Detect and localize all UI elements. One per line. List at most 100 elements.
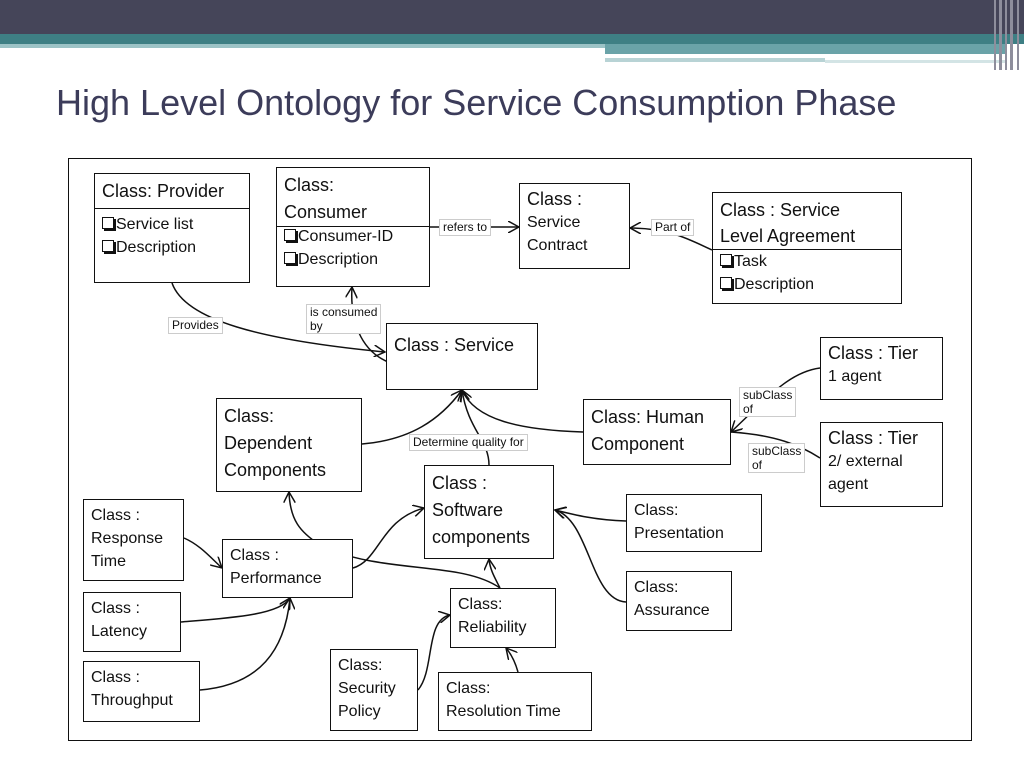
slide-title: High Level Ontology for Service Consumpt… — [56, 82, 897, 123]
class-title: Performance — [230, 570, 322, 587]
edge-human-to-service — [462, 390, 584, 433]
label-text: of — [743, 402, 754, 416]
attribute-text: Description — [116, 239, 197, 256]
label-subclass-of: subClass of — [748, 443, 806, 473]
class-title: Class : — [230, 547, 279, 564]
class-provider: Class: Provider Service list Description — [94, 173, 250, 283]
class-title: Class: — [634, 579, 679, 596]
header-bar — [0, 0, 1024, 34]
label-subclass-of: subClass of — [739, 387, 797, 417]
class-title: Throughput — [91, 692, 173, 709]
class-title: Class: — [634, 502, 679, 519]
class-reliability: Class: Reliability — [450, 588, 556, 648]
diagram-frame — [68, 158, 972, 741]
class-title: Presentation — [634, 525, 724, 542]
class-resolution-time: Class: Resolution Time — [438, 672, 592, 731]
class-attribute: Description — [284, 248, 422, 271]
label-determine-quality: Determine quality for — [409, 434, 528, 451]
class-title: Class : — [432, 473, 488, 493]
checkbox-bullet-icon — [284, 252, 296, 264]
class-title: Response — [91, 530, 164, 547]
class-tier1-agent: Class : Tier 1 agent — [820, 337, 943, 400]
edge-performance-to-software — [352, 508, 424, 569]
edge-subclass-tier2 — [730, 431, 821, 459]
class-human-component: Class: Human Component — [583, 399, 731, 465]
class-title: components — [432, 527, 531, 547]
class-title: Dependent — [224, 433, 313, 453]
class-title: Class : Tier — [828, 428, 919, 448]
label-text: is consumed — [310, 305, 378, 319]
checkbox-bullet-icon — [102, 240, 114, 252]
class-title: Consumer — [284, 202, 368, 222]
class-service-level-agreement: Class : Service Level Agreement Task Des… — [712, 192, 902, 304]
attribute-text: Task — [734, 253, 767, 270]
label-part-of: Part of — [651, 219, 695, 236]
class-title: Contract — [527, 237, 588, 254]
class-title: 2/ external — [828, 453, 903, 470]
class-title: Class: — [338, 657, 383, 674]
class-divider — [713, 249, 901, 250]
edge-latency-to-performance — [180, 598, 290, 623]
class-title: Policy — [338, 703, 381, 720]
class-title: Class: — [446, 680, 491, 697]
class-performance: Class : Performance — [222, 539, 353, 598]
class-service-contract: Class : Service Contract — [519, 183, 630, 269]
label-provides: Provides — [168, 317, 223, 334]
class-throughput: Class : Throughput — [83, 661, 200, 722]
header-teal-band — [0, 34, 1024, 44]
class-consumer: Class: Consumer Consumer-ID Description — [276, 167, 430, 287]
label-is-consumed-by: is consumed by — [306, 304, 382, 334]
class-title: Level Agreement — [720, 226, 856, 246]
class-title: Class : — [91, 600, 140, 617]
header-teal-stripe — [825, 60, 1005, 63]
class-title: Class : Service — [720, 200, 841, 220]
class-title: Class : — [91, 669, 140, 686]
class-security-policy: Class: Security Policy — [330, 649, 418, 731]
class-title: Time — [91, 553, 126, 570]
label-text: subClass — [752, 444, 802, 458]
class-title: 1 agent — [828, 368, 882, 385]
class-attribute: Service list — [102, 213, 242, 236]
class-title: Class : Tier — [828, 343, 919, 363]
class-title: Reliability — [458, 619, 527, 636]
edge-provides — [171, 282, 385, 352]
class-title: Class: — [458, 596, 503, 613]
class-title: agent — [828, 476, 869, 493]
attribute-text: Consumer-ID — [298, 228, 394, 245]
edge-security-to-reliability — [417, 615, 450, 691]
class-software-components: Class : Software components — [424, 465, 554, 559]
class-title: Class: Human — [591, 407, 705, 427]
class-assurance: Class: Assurance — [626, 571, 732, 631]
edge-dependent-to-service — [361, 390, 462, 445]
class-title: Component — [591, 434, 685, 454]
class-attribute: Task — [720, 250, 894, 273]
class-title: Assurance — [634, 602, 710, 619]
class-divider — [277, 226, 429, 227]
class-latency: Class : Latency — [83, 592, 181, 652]
class-title: Components — [224, 460, 327, 480]
class-attribute: Description — [102, 236, 242, 259]
edge-assurance-to-software — [555, 510, 627, 603]
class-title: Class: Provider — [102, 181, 225, 201]
label-refers-to: refers to — [439, 219, 492, 236]
class-response-time: Class : Response Time — [83, 499, 184, 581]
edge-throughput-to-performance — [199, 598, 290, 691]
attribute-text: Service list — [116, 216, 194, 233]
class-service: Class : Service — [386, 323, 538, 390]
header-teal-stripe — [605, 58, 825, 62]
class-title: Class : Service — [394, 335, 515, 355]
checkbox-bullet-icon — [720, 254, 732, 266]
class-title: Latency — [91, 623, 148, 640]
class-tier2-agent: Class : Tier 2/ external agent — [820, 422, 943, 507]
header-vertical-stripes — [992, 0, 1024, 70]
class-title: Class: — [224, 406, 275, 426]
class-divider — [95, 208, 249, 209]
class-presentation: Class: Presentation — [626, 494, 762, 552]
edge-resolution-to-reliability — [506, 648, 519, 673]
class-title: Resolution Time — [446, 703, 561, 720]
class-title: Software — [432, 500, 504, 520]
label-text: subClass — [743, 388, 793, 402]
label-text: of — [752, 458, 763, 472]
checkbox-bullet-icon — [720, 277, 732, 289]
header-teal-stripe — [0, 44, 605, 48]
